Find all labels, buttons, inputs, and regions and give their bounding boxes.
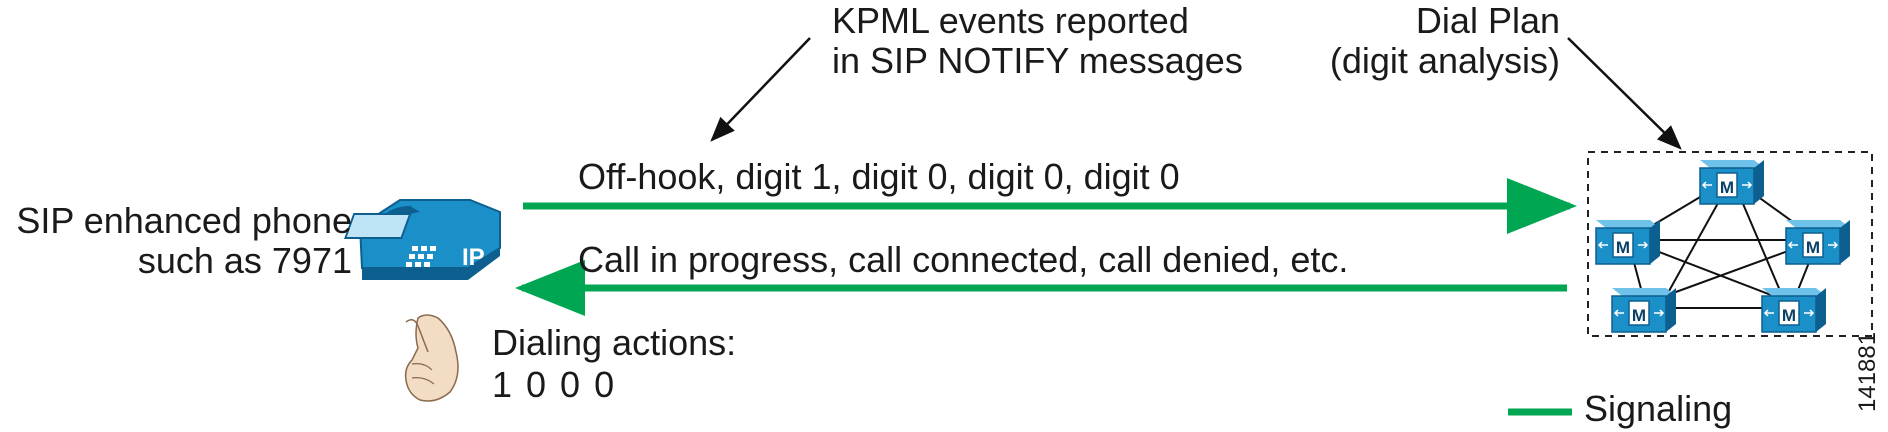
dialplan-annotation-line1: Dial Plan bbox=[1415, 0, 1560, 41]
call-manager-node-icon: M bbox=[1785, 220, 1850, 265]
call-manager-node-label: M bbox=[1616, 238, 1630, 257]
ip-badge: IP bbox=[462, 244, 485, 271]
hand-icon bbox=[404, 314, 459, 402]
dialing-actions-label: Dialing actions: bbox=[492, 322, 737, 363]
call-manager-node-icon: M bbox=[1699, 160, 1764, 205]
legend-signaling-label: Signaling bbox=[1584, 388, 1733, 429]
outbound-signal-label: Off-hook, digit 1, digit 0, digit 0, dig… bbox=[578, 156, 1180, 197]
kpml-annotation-line2: in SIP NOTIFY messages bbox=[832, 40, 1243, 81]
call-manager-node-label: M bbox=[1806, 238, 1820, 257]
phone-label-line2: such as 7971 bbox=[137, 240, 352, 281]
dialplan-annotation-line2: (digit analysis) bbox=[1329, 40, 1560, 81]
phone-label-line1: SIP enhanced phone bbox=[16, 200, 352, 241]
kpml-pointer-arrow bbox=[710, 37, 811, 142]
figure-id: 141881 bbox=[1854, 331, 1881, 412]
kpml-annotation-line1: KPML events reported bbox=[832, 0, 1189, 41]
call-manager-node-icon: M bbox=[1611, 288, 1676, 333]
inbound-signal-label: Call in progress, call connected, call d… bbox=[578, 239, 1349, 280]
call-manager-node-icon: M bbox=[1761, 288, 1826, 333]
cluster-nodes: M M M M M bbox=[1595, 160, 1850, 333]
call-manager-node-label: M bbox=[1720, 178, 1734, 197]
dialing-digits: 1 0 0 0 bbox=[492, 364, 617, 405]
dialplan-pointer-arrow bbox=[1567, 37, 1682, 150]
call-manager-node-label: M bbox=[1782, 306, 1796, 325]
ip-phone-icon bbox=[344, 199, 501, 280]
call-manager-node-label: M bbox=[1632, 306, 1646, 325]
call-manager-node-icon: M bbox=[1595, 220, 1660, 265]
